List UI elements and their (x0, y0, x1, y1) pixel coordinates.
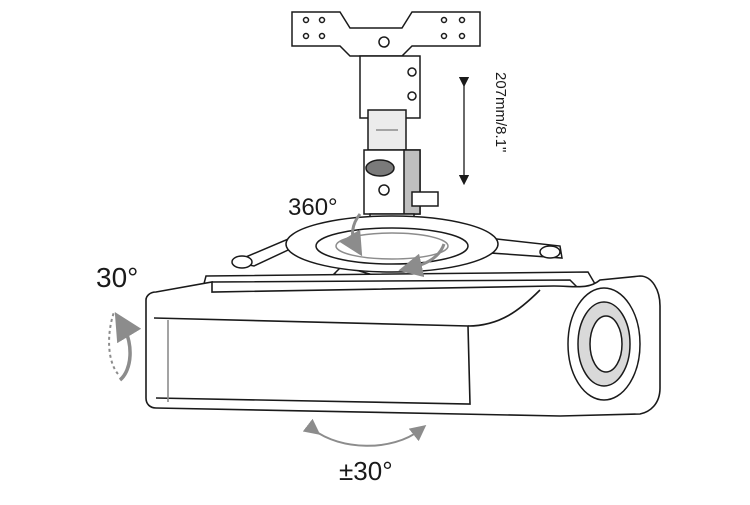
rotate-arrow-icon (339, 213, 446, 278)
tilt-arrow-icon (108, 311, 142, 382)
height-range-label: 207mm/8.1" (492, 72, 509, 153)
projector-body (145, 275, 661, 417)
ceiling-plate (291, 11, 481, 57)
tilt-label: 30° (96, 262, 139, 293)
extension-pole (359, 55, 439, 249)
swivel-label: ±30° (339, 456, 393, 486)
swivel-arrow-icon (302, 418, 427, 447)
rotation-label: 360° (288, 194, 338, 221)
projector-lens (567, 287, 641, 401)
